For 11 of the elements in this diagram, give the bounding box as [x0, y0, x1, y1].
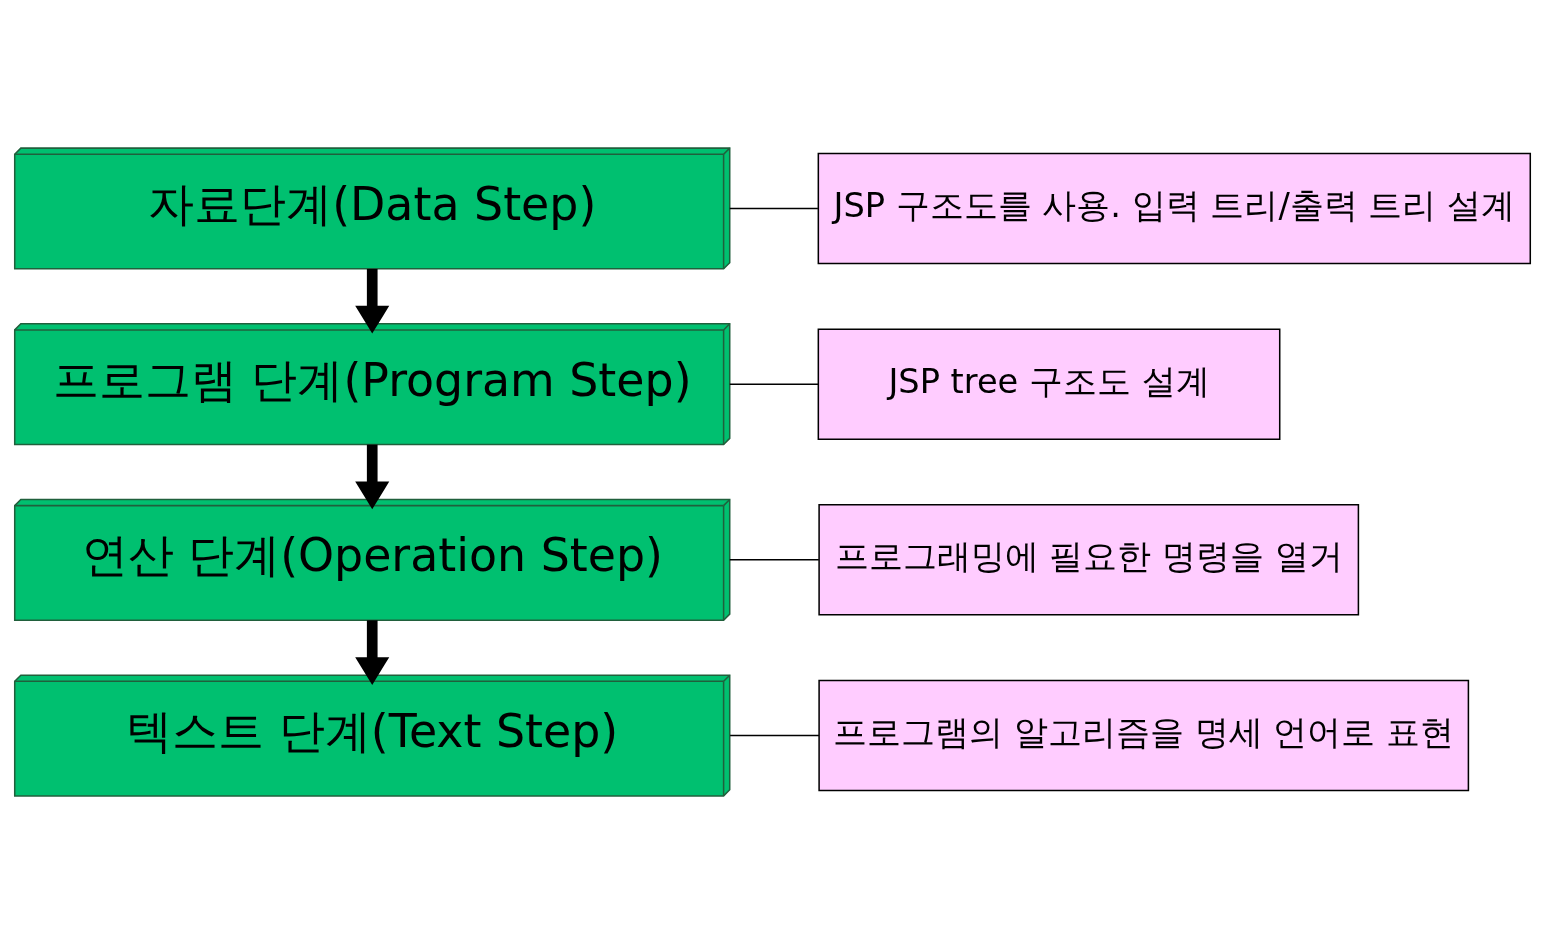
node-box: JSP 구조도를 사용. 입력 트리/출력 트리 설계	[817, 152, 1532, 265]
connector	[729, 734, 820, 737]
node-box: JSP tree 구조도 설계	[817, 328, 1281, 440]
connector	[729, 207, 819, 210]
connector	[729, 383, 820, 385]
arrow	[355, 268, 390, 334]
connector	[729, 559, 820, 561]
arrow	[355, 444, 390, 510]
node-box: 프로그램의 알고리즘을 명세 언어로 표현	[818, 679, 1470, 792]
arrow	[355, 620, 390, 685]
node-box: 프로그래밍에 필요한 명령을 열거	[818, 504, 1360, 616]
